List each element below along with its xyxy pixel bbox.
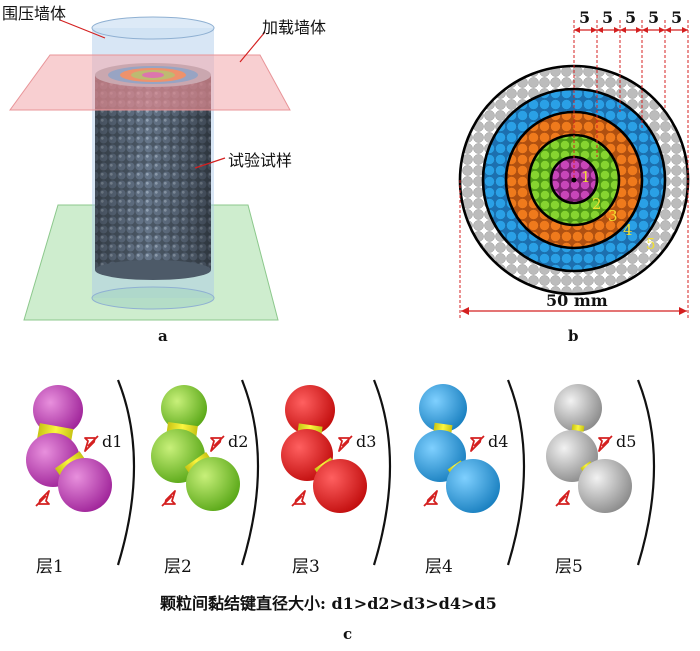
ring-width-5: 5: [671, 8, 683, 27]
ring-width-2: 5: [602, 8, 614, 27]
layer1-particles: [26, 385, 112, 512]
layer-label-5: 层5: [555, 557, 583, 577]
layer3-particles: [281, 385, 367, 513]
ring-width-3: 5: [625, 8, 637, 27]
ring-number-4: 4: [623, 221, 633, 239]
ring-number-2: 2: [592, 195, 602, 213]
bond-label-d5: d5: [616, 432, 637, 451]
top-loading-plane: [9, 54, 291, 111]
ring-width-1: 5: [579, 8, 591, 27]
diameter-label: 50 mm: [546, 291, 608, 310]
layer-label-4: 层4: [425, 557, 453, 577]
label-loading-wall: 加载墙体: [262, 18, 327, 37]
bond-label-d1: d1: [102, 432, 123, 451]
label-specimen: 试验试样: [228, 151, 293, 170]
bond-label-d2: d2: [228, 432, 249, 451]
panel-c-caption: 颗粒间黏结键直径大小: d1>d2>d3>d4>d5: [160, 594, 497, 613]
ring-width-4: 5: [648, 8, 660, 27]
layer-label-2: 层2: [164, 557, 192, 577]
layer-label-1: 层1: [36, 557, 64, 577]
panel-letter-a: a: [158, 327, 168, 345]
ring-number-1: 1: [581, 168, 591, 186]
ring-number-3: 3: [608, 207, 618, 225]
layer5-particles: [546, 384, 632, 513]
layer-label-3: 层3: [292, 557, 320, 577]
layer4-particles: [414, 384, 500, 513]
label-confining-wall: 围压墙体: [2, 4, 67, 23]
panel-letter-b: b: [568, 327, 579, 345]
bond-label-d4: d4: [488, 432, 509, 451]
panel-letter-c: c: [343, 625, 353, 643]
ring-number-5: 5: [646, 235, 656, 253]
layer2-particles: [151, 385, 240, 511]
bond-label-d3: d3: [356, 432, 377, 451]
